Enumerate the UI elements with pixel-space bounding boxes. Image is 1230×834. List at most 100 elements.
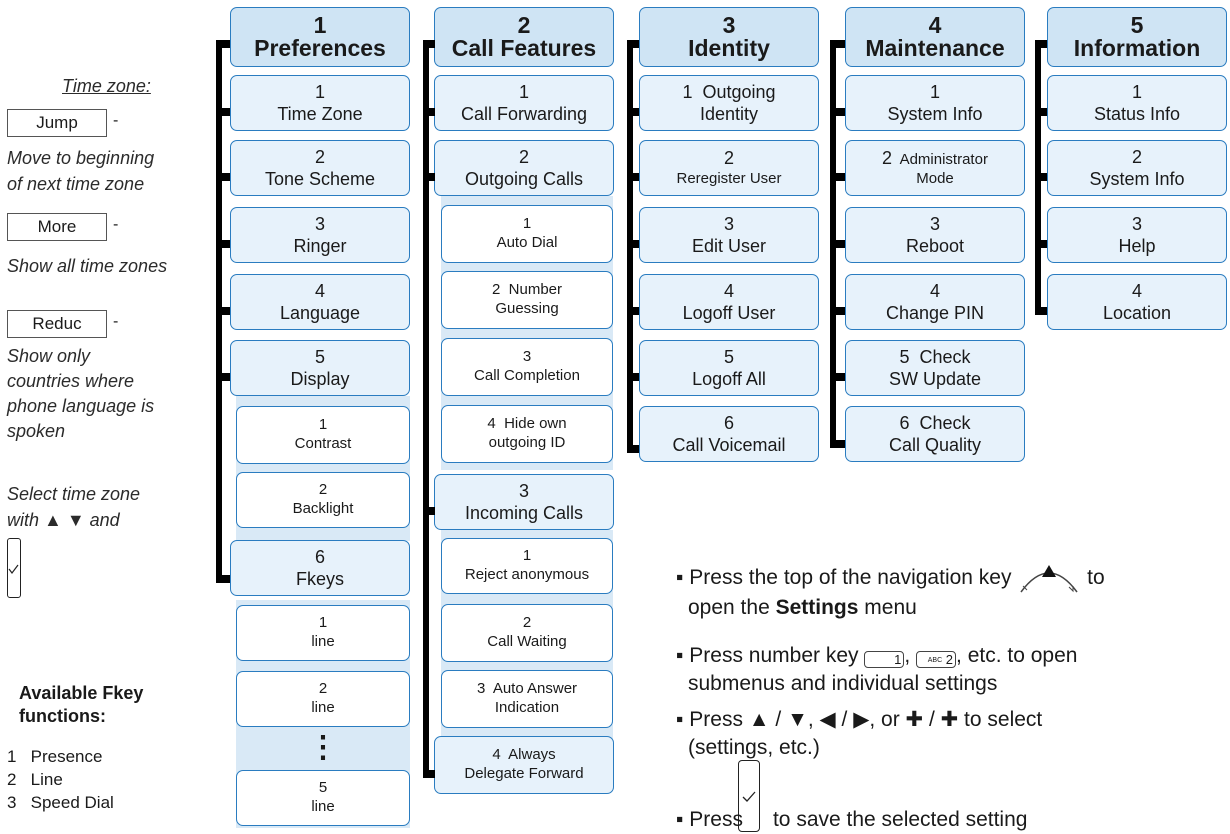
instruction-number-keys: ▪ Press number key 1, ABC 2, etc. to ope… <box>676 644 1078 696</box>
jump-description-2: of next time zone <box>7 174 145 194</box>
connector-tick <box>627 307 639 315</box>
select-instruction-1: Select time zone <box>7 484 141 504</box>
connector-tick <box>1035 173 1047 181</box>
connector-tick <box>216 373 230 381</box>
connector-tick <box>830 240 845 248</box>
connector-tick <box>423 173 435 181</box>
connector-tick <box>1035 307 1047 315</box>
connector-tick <box>423 108 435 116</box>
connector-tick <box>830 307 845 315</box>
connector-tick <box>627 445 639 453</box>
fkey-heading-2: functions: <box>19 706 106 726</box>
reduc-description-1: Show only <box>7 346 91 366</box>
timezone-heading: Time zone: <box>62 76 151 96</box>
connector-tick <box>830 440 845 448</box>
select-instruction-2: with ▲ ▼ and <box>7 510 120 530</box>
call-features-connector <box>423 43 429 778</box>
connector-tick <box>216 307 230 315</box>
fkey-heading-1: Available Fkey <box>19 683 144 703</box>
reduc-dash: - <box>113 313 119 330</box>
fkey-item: 1 Presence <box>7 747 103 766</box>
connector-tick <box>216 575 230 583</box>
jump-description-1: Move to beginning <box>7 148 155 168</box>
fkeys-ellipsis: ⋮ <box>308 731 338 764</box>
connector-tick <box>627 173 639 181</box>
connector-tick <box>830 40 845 48</box>
connector-tick <box>216 108 230 116</box>
connector-tick <box>627 40 639 48</box>
more-description: Show all time zones <box>7 256 168 276</box>
instruction-settings-menu: ▪ Press the top of the navigation key to… <box>676 560 1226 622</box>
connector-tick <box>1035 240 1047 248</box>
reduc-description-3: phone language is <box>7 396 155 416</box>
connector-tick <box>423 40 435 48</box>
key-2-icon: ABC 2 <box>916 651 957 668</box>
connector-tick <box>830 373 845 381</box>
connector-tick <box>1035 108 1047 116</box>
more-softkey[interactable]: More <box>7 213 107 241</box>
connector-tick <box>830 108 845 116</box>
identity-connector <box>627 43 633 453</box>
fkey-item: 2 Line <box>7 770 63 789</box>
connector-tick <box>627 108 639 116</box>
connector-tick <box>216 40 230 48</box>
connector-tick <box>423 507 435 515</box>
key-1-icon: 1 <box>864 651 905 668</box>
connector-tick <box>627 240 639 248</box>
fkey-item: 3 Speed Dial <box>7 793 114 812</box>
jump-dash: - <box>113 112 119 129</box>
connector-tick <box>1035 40 1047 48</box>
reduc-description-4: spoken <box>7 421 66 441</box>
connector-tick <box>830 173 845 181</box>
navigation-key-icon <box>1017 560 1081 594</box>
instruction-select-keys: ▪ Press ▲ / ▼, ◀ / ▶, or ✚ / ✚ to select… <box>676 708 1043 760</box>
jump-softkey[interactable]: Jump <box>7 109 107 137</box>
reduc-softkey[interactable]: Reduc <box>7 310 107 338</box>
connector-tick <box>216 173 230 181</box>
